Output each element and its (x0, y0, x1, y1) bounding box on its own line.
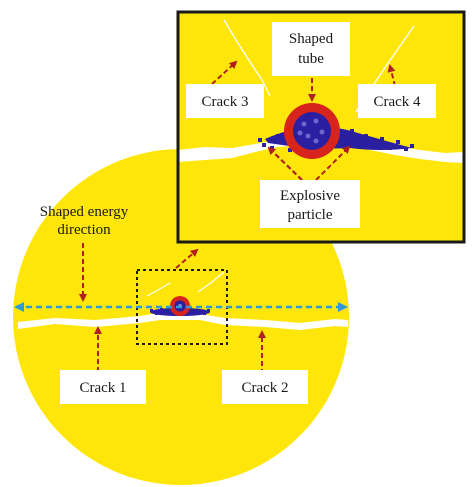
crack3-box (186, 84, 264, 118)
explosive-particle-label-line1: Explosive (280, 188, 340, 204)
minor-crack-right (197, 271, 225, 293)
shaped-tube-label-line2: tube (298, 51, 324, 67)
arrow-crack3 (211, 60, 238, 85)
inset-tube-core-texture (297, 118, 325, 144)
explosive-particle-box (260, 180, 360, 228)
crack2-box (222, 370, 308, 404)
crack4-label: Crack 4 (373, 94, 421, 110)
shaped-energy-label-line2: direction (57, 222, 111, 238)
shaped-energy-label-line1: Shaped energy (40, 204, 129, 220)
crack4-box (358, 84, 436, 118)
inset-crack3 (223, 19, 271, 97)
inset-tube-core (293, 112, 331, 150)
inset-border (176, 10, 466, 244)
shaped-tube-label-line1: Shaped (289, 31, 334, 47)
main-crack (18, 313, 348, 330)
arrow-crack4 (387, 64, 396, 87)
minor-crack-left (146, 282, 171, 297)
zoom-inset: Shaped tube Crack 3 Crack 4 Explosive pa… (176, 10, 466, 244)
crack1-box (60, 370, 146, 404)
crack3-label: Crack 3 (201, 94, 248, 110)
crack2-label: Crack 2 (241, 380, 288, 396)
shaped-tube-box (272, 22, 350, 76)
arrow-to-inset (175, 248, 199, 269)
explosive-particle-label-line2: particle (288, 207, 333, 223)
crack1-label: Crack 1 (79, 380, 126, 396)
